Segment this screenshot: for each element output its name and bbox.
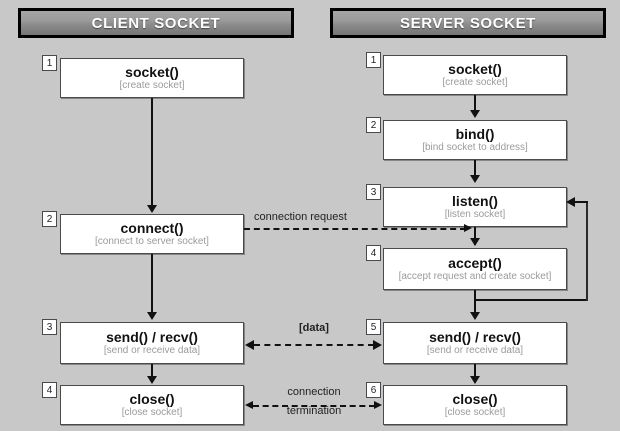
edge-data-line: [254, 344, 374, 346]
server-connector-bind-to-listen: [474, 160, 476, 180]
server-loopback-right-segment: [586, 201, 588, 301]
client-step-4-badge: 4: [42, 382, 57, 398]
server-arrow-accept-to-send: [470, 312, 480, 320]
client-arrow-connect-to-send: [147, 312, 157, 320]
server-box-send-recv-title: send() / recv(): [429, 328, 521, 345]
edge-connection-termination-arrow-right: [374, 401, 382, 409]
server-arrow-socket-to-bind: [470, 110, 480, 118]
server-box-accept[interactable]: accept() [accept request and create sock…: [383, 248, 567, 290]
server-step-2-badge: 2: [366, 117, 381, 133]
client-box-socket[interactable]: socket() [create socket]: [60, 58, 244, 98]
server-box-send-recv-desc: [send or receive data]: [426, 344, 524, 356]
client-connector-socket-to-connect: [151, 98, 153, 208]
client-box-close[interactable]: close() [close socket]: [60, 385, 244, 425]
server-box-accept-desc: [accept request and create socket]: [398, 270, 552, 282]
edge-connection-termination-label-line2: termination: [286, 405, 342, 417]
server-box-listen-title: listen(): [452, 192, 498, 209]
server-arrow-send-to-close: [470, 376, 480, 384]
server-box-listen-desc: [listen socket]: [444, 208, 506, 220]
server-column-title: SERVER SOCKET: [400, 14, 536, 32]
server-box-send-recv[interactable]: send() / recv() [send or receive data]: [383, 322, 567, 364]
edge-connection-request-line: [244, 228, 466, 230]
client-step-1-badge: 1: [42, 55, 57, 71]
server-step-6-badge: 6: [366, 382, 381, 398]
client-box-connect-title: connect(): [120, 219, 184, 236]
server-step-1-badge: 1: [366, 52, 381, 68]
edge-connection-termination-label-line1: connection: [287, 386, 341, 398]
client-step-3-badge: 3: [42, 319, 57, 335]
client-column-title: CLIENT SOCKET: [91, 14, 221, 32]
server-box-listen[interactable]: listen() [listen socket]: [383, 187, 567, 227]
server-box-socket-title: socket(): [448, 60, 502, 77]
edge-data-arrow-right: [373, 340, 382, 350]
client-box-send-recv[interactable]: send() / recv() [send or receive data]: [60, 322, 244, 364]
edge-connection-termination-arrow-left: [245, 401, 253, 409]
server-box-accept-title: accept(): [448, 254, 502, 271]
client-column-header: CLIENT SOCKET: [18, 8, 294, 38]
server-column-header: SERVER SOCKET: [330, 8, 606, 38]
client-arrow-socket-to-connect: [147, 205, 157, 213]
server-box-socket-desc: [create socket]: [442, 76, 508, 88]
server-arrow-bind-to-listen: [470, 175, 480, 183]
server-box-close[interactable]: close() [close socket]: [383, 385, 567, 425]
edge-data-arrow-left: [245, 340, 254, 350]
server-connector-listen-to-accept: [474, 227, 476, 245]
server-arrow-listen-to-accept: [470, 238, 480, 246]
edge-connection-termination-line: [253, 405, 375, 407]
client-box-close-desc: [close socket]: [121, 406, 183, 418]
server-loopback-top-segment: [575, 201, 588, 203]
client-step-2-badge: 2: [42, 211, 57, 227]
server-step-3-badge: 3: [366, 184, 381, 200]
edge-connection-request-arrow: [464, 224, 472, 232]
server-connector-socket-to-bind: [474, 95, 476, 115]
server-box-socket[interactable]: socket() [create socket]: [383, 55, 567, 95]
server-box-close-desc: [close socket]: [444, 406, 506, 418]
client-box-socket-title: socket(): [125, 63, 179, 80]
client-box-connect-desc: [connect to server socket]: [95, 235, 209, 247]
edge-data-label: [data]: [299, 322, 329, 334]
server-box-bind[interactable]: bind() [bind socket to address]: [383, 120, 567, 160]
server-box-bind-title: bind(): [455, 125, 495, 142]
client-box-socket-desc: [create socket]: [119, 79, 185, 91]
server-connector-send-to-close: [474, 364, 476, 380]
client-box-close-title: close(): [129, 390, 175, 407]
server-step-4-badge: 4: [366, 245, 381, 261]
client-box-connect[interactable]: connect() [connect to server socket]: [60, 214, 244, 254]
server-loopback-arrow: [566, 197, 575, 207]
server-box-close-title: close(): [452, 390, 498, 407]
server-connector-accept-to-send: [474, 290, 476, 314]
client-box-send-recv-title: send() / recv(): [106, 328, 198, 345]
client-arrow-send-to-close: [147, 376, 157, 384]
edge-connection-request-label: connection request: [254, 211, 347, 223]
server-box-bind-desc: [bind socket to address]: [422, 141, 528, 153]
server-loopback-bottom-segment: [474, 299, 588, 301]
client-box-send-recv-desc: [send or receive data]: [103, 344, 201, 356]
client-connector-send-to-close: [151, 364, 153, 380]
server-step-5-badge: 5: [366, 319, 381, 335]
client-connector-connect-to-send: [151, 254, 153, 314]
